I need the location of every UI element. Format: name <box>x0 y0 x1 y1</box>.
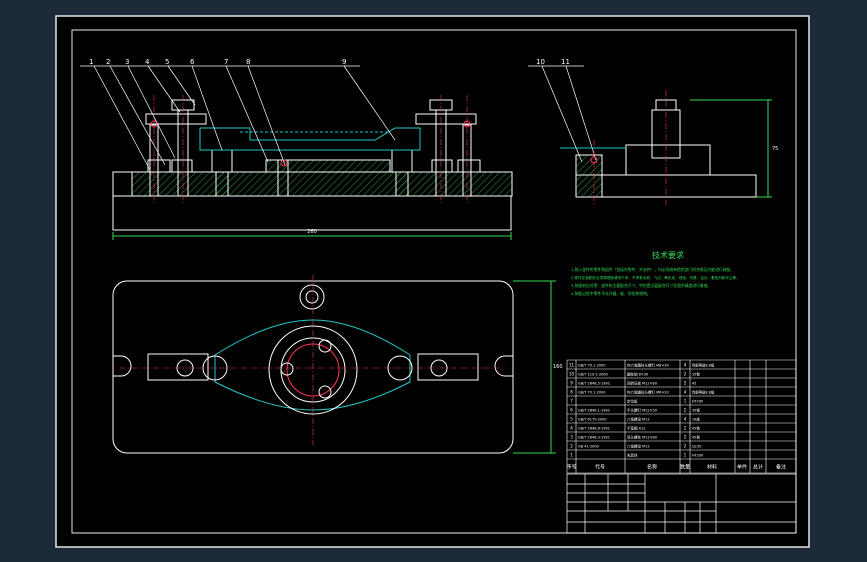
bom-header-cell: 序号 <box>566 464 576 471</box>
bom-header-cell: 名称 <box>647 464 657 471</box>
bom-row-qty: 4 <box>684 390 687 395</box>
bom-header-cell: 代号 <box>595 464 605 471</box>
balloon-2: 2 <box>106 58 110 66</box>
bom-row-code: GB/T 2848.5-1991 <box>578 382 610 386</box>
bom-row-name: 圆柱销 8×30 <box>627 372 648 377</box>
bom-row-material: 10级 <box>692 417 700 422</box>
bom-row-qty: 1 <box>684 399 687 404</box>
bom-row-material: 性能等级8.8级 <box>692 390 715 395</box>
bom-row-qty: 2 <box>684 435 687 440</box>
bom-row-material: HT200 <box>692 454 703 458</box>
dim-plan-height: 160 <box>553 364 563 370</box>
bom-row-code: GB/T 70.1-2000 <box>578 391 606 395</box>
bom-row-material: 性能等级8.8级 <box>692 363 715 368</box>
balloon-8: 8 <box>246 58 250 66</box>
bom-row-name: 六角螺母 M12 <box>627 444 650 449</box>
bom-row-code: GB/T 119.1-2000 <box>578 373 608 377</box>
bom-row-code: GB 41-2000 <box>578 445 599 449</box>
balloon-5: 5 <box>165 58 169 66</box>
balloon-3: 3 <box>125 58 129 66</box>
bom-row-no: 7 <box>570 399 573 404</box>
bom-row-no: 9 <box>570 381 573 386</box>
inner-frame <box>71 29 797 534</box>
balloon-11: 11 <box>561 58 570 66</box>
bom-header-cell: 单件 <box>737 464 747 471</box>
bom-row-code: GB/T 6170-2000 <box>578 418 607 422</box>
bom-row-material: 35钢 <box>692 372 700 377</box>
bom-row-name: 平垫圈 A12 <box>627 426 645 431</box>
balloon-7: 7 <box>224 58 228 66</box>
bom-row-material: HT200 <box>692 400 703 404</box>
balloon-1: 1 <box>89 58 93 66</box>
bom-row-name: 内六角圆柱头螺钉 M6×20 <box>627 390 669 395</box>
leader-lines <box>80 65 597 171</box>
dim-front-width: 260 <box>307 229 317 235</box>
bom-row-name: 双头螺柱 M12×60 <box>627 435 657 440</box>
bom-row-name: 平头螺钉 M12×50 <box>627 408 657 413</box>
bom-row-qty: 4 <box>684 417 687 422</box>
bom-header-cell: 备注 <box>776 464 786 471</box>
bom-row-qty: 2 <box>684 426 687 431</box>
tech-line-2: 2.零件在装配前必须清理和清洗干净，不得有毛刺、飞边、氧化皮、锈蚀、切屑、油污、… <box>571 275 740 280</box>
bom-row-no: 2 <box>570 444 573 449</box>
bom-row-no: 1 <box>570 453 573 458</box>
tech-line-4: 4.装配过程中零件不允许磕、碰、划伤和锈蚀。 <box>571 291 651 296</box>
bom-row-material: 45钢 <box>692 426 700 431</box>
bom-row-name: 内六角圆柱头螺钉 M8×30 <box>627 363 669 368</box>
tech-title: 技术要求 <box>652 250 684 260</box>
bom-row-no: 8 <box>570 390 573 395</box>
balloon-6: 6 <box>190 58 195 66</box>
bom-row-no: 10 <box>569 372 575 377</box>
bom-row-no: 3 <box>570 435 573 440</box>
bom-header-cell: 总计 <box>753 464 763 471</box>
bom-header-cell: 数量 <box>680 464 690 471</box>
tech-line-1: 1.装入部件的零件和组件（包括外购件、外协件），均必须具有检验部门的合格证方能进… <box>571 267 734 272</box>
bom-row-qty: 2 <box>684 444 687 449</box>
bom-row-material: 45钢 <box>692 435 700 440</box>
bom-row-code: GB/T 2848.3-1991 <box>578 436 610 440</box>
bom-row-no: 6 <box>570 408 573 413</box>
tech-line-3: 3.装配前应对零、部件的主要配合尺寸，特别是过盈配合尺寸及相关精度进行复查。 <box>571 283 711 288</box>
bom-row-qty: 2 <box>684 381 687 386</box>
bom-row-code: GB/T 2848.6-1991 <box>578 427 610 431</box>
bom-row-qty: 2 <box>684 372 687 377</box>
bom-row-no: 5 <box>570 417 573 422</box>
dim-side-height: 75 <box>772 146 778 152</box>
balloon-9: 9 <box>342 58 346 66</box>
bom-row-name: 六角螺母 M12 <box>627 417 650 422</box>
bom-row-name: 回转压板 M12×80 <box>627 381 657 386</box>
bom-row-qty: 4 <box>684 363 687 368</box>
plan-view: 160 <box>112 275 563 454</box>
bom-row-qty: 2 <box>684 408 687 413</box>
title-block <box>566 473 797 534</box>
bom-row-name: 夹具体 <box>627 453 638 458</box>
side-view: 75 <box>560 90 778 205</box>
balloon-4: 4 <box>145 58 150 66</box>
bom-row-qty: 1 <box>684 453 687 458</box>
bom-row-no: 11 <box>569 363 575 368</box>
balloons: 1 2 3 4 5 6 7 8 9 10 11 <box>89 58 570 66</box>
bom-row-material: 45 <box>692 382 696 386</box>
front-section-view: 260 <box>112 95 513 240</box>
technical-requirements: 技术要求 1.装入部件的零件和组件（包括外购件、外协件），均必须具有检验部门的合… <box>571 250 740 296</box>
bom-row-code: GB/T 70.1-2000 <box>578 364 606 368</box>
bom-row-code: GB/T 2848.1-1991 <box>578 409 610 413</box>
bom-header-cell: 材料 <box>707 464 717 471</box>
bom-row-material: Q235 <box>692 445 701 449</box>
balloon-10: 10 <box>536 58 545 66</box>
bom-row-material: 35钢 <box>692 408 700 413</box>
bom-row-no: 4 <box>570 426 573 431</box>
bom-row-name: 定位板 <box>627 399 638 404</box>
